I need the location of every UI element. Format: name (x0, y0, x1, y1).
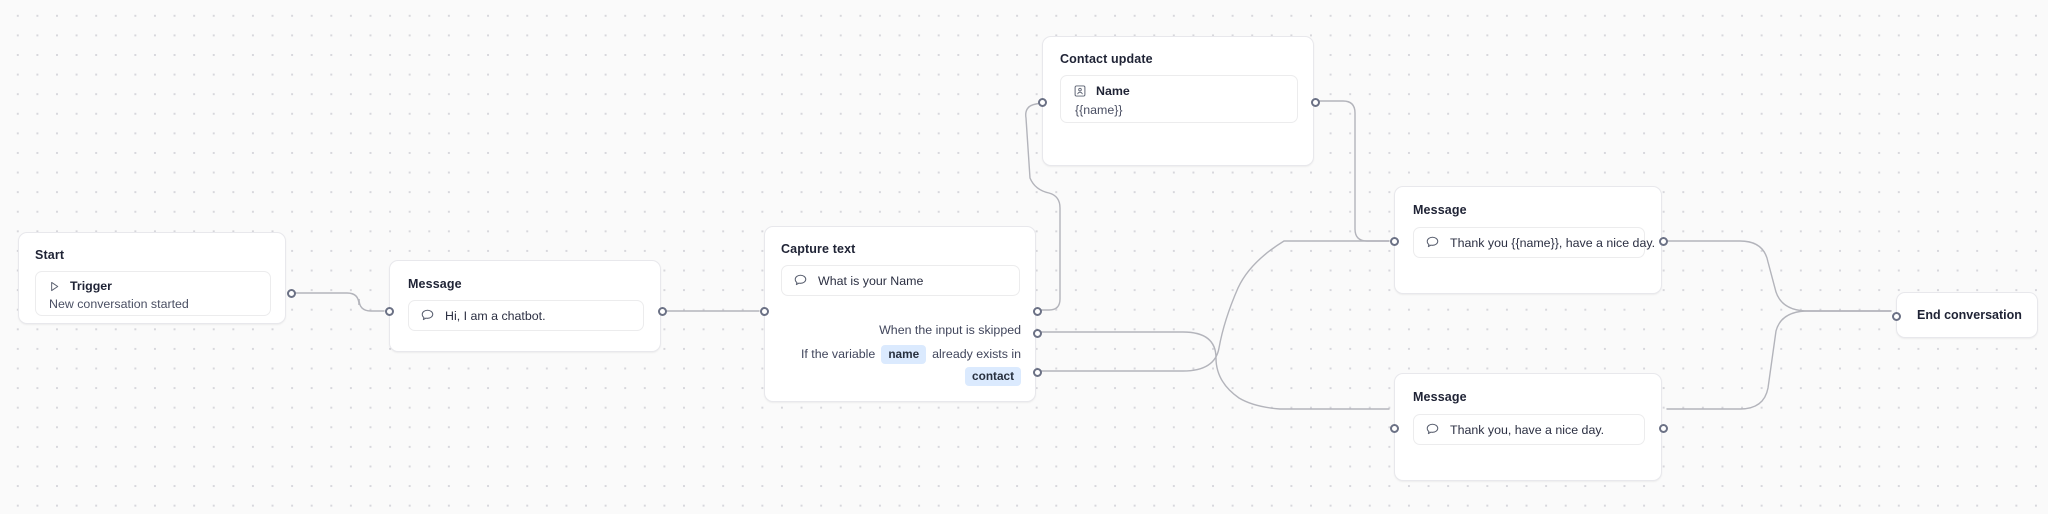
port-message-1-output[interactable] (658, 307, 667, 316)
contact-card-icon (1074, 85, 1086, 97)
port-capture-output-skipped[interactable] (1033, 329, 1042, 338)
capture-condition-target-row: contact (965, 367, 1021, 386)
start-trigger-field[interactable]: Trigger New conversation started (35, 271, 271, 316)
capture-condition-middle: already exists in (932, 347, 1021, 362)
node-message-3-title: Message (1413, 390, 1467, 404)
port-message-3-input[interactable] (1390, 424, 1399, 433)
start-trigger-subtitle: New conversation started (49, 297, 189, 311)
port-capture-output-exists[interactable] (1033, 368, 1042, 377)
edge-capture-skipped-to-message3 (1040, 331, 1390, 410)
port-message-3-output[interactable] (1659, 424, 1668, 433)
node-contact-update-title: Contact update (1060, 52, 1153, 66)
port-contact-output[interactable] (1311, 98, 1320, 107)
node-end-conversation[interactable]: End conversation (1892, 292, 2038, 338)
message-3-text-field[interactable]: Thank you, have a nice day. (1413, 414, 1645, 445)
message-3-text: Thank you, have a nice day. (1450, 422, 1605, 437)
capture-skip-label: When the input is skipped (879, 323, 1021, 337)
port-end-input[interactable] (1892, 312, 1901, 321)
port-contact-input[interactable] (1038, 98, 1047, 107)
port-start-output[interactable] (287, 289, 296, 298)
edge-start-to-message1 (290, 292, 385, 312)
capture-prompt-text: What is your Name (818, 273, 924, 288)
port-capture-output-default[interactable] (1033, 307, 1042, 316)
edge-contact-to-message2 (1318, 100, 1390, 242)
node-start[interactable]: Start Trigger New conversation started (18, 232, 296, 324)
capture-condition-prefix: If the variable (800, 347, 876, 362)
node-message-3[interactable]: Message Thank you, have a nice day. (1390, 373, 1668, 481)
node-end-conversation-label: End conversation (1917, 308, 2022, 322)
edge-message2-to-end (1666, 240, 1892, 312)
port-capture-input[interactable] (760, 307, 769, 316)
edge-capture-exists-to-message2 (1040, 240, 1390, 372)
capture-condition-variable-pill[interactable]: name (881, 345, 927, 364)
node-message-2[interactable]: Message Thank you {{name}}, have a nice … (1390, 186, 1668, 294)
edge-message3-to-end (1666, 310, 1892, 410)
chat-bubble-icon (1426, 236, 1439, 248)
port-message-2-output[interactable] (1659, 237, 1668, 246)
message-1-text: Hi, I am a chatbot. (445, 308, 546, 323)
chat-bubble-icon (1426, 423, 1439, 435)
message-2-text: Thank you {{name}}, have a nice day. (1450, 235, 1656, 250)
capture-condition-row: If the variable name already exists in (801, 345, 1021, 364)
contact-name-field[interactable]: Name {{name}} (1060, 75, 1298, 123)
port-message-1-input[interactable] (385, 307, 394, 316)
node-capture-text-title: Capture text (781, 242, 856, 256)
chat-bubble-icon (794, 274, 807, 286)
chat-bubble-icon (421, 309, 434, 321)
message-2-text-field[interactable]: Thank you {{name}}, have a nice day. (1413, 227, 1655, 258)
start-trigger-label: Trigger (70, 279, 112, 293)
capture-condition-target-pill[interactable]: contact (965, 367, 1021, 386)
node-message-1[interactable]: Message Hi, I am a chatbot. (385, 260, 667, 352)
node-message-1-title: Message (408, 277, 462, 291)
node-contact-update[interactable]: Contact update Name {{name}} (1038, 36, 1320, 166)
node-start-title: Start (35, 248, 65, 262)
capture-prompt-field[interactable]: What is your Name (781, 265, 1020, 296)
contact-field-value: {{name}} (1075, 103, 1123, 117)
node-capture-text[interactable]: Capture text What is your Name When the … (760, 226, 1042, 402)
message-1-text-field[interactable]: Hi, I am a chatbot. (408, 300, 644, 331)
node-message-2-title: Message (1413, 203, 1467, 217)
play-icon (51, 281, 59, 291)
port-message-2-input[interactable] (1390, 237, 1399, 246)
contact-field-label: Name (1096, 84, 1130, 98)
